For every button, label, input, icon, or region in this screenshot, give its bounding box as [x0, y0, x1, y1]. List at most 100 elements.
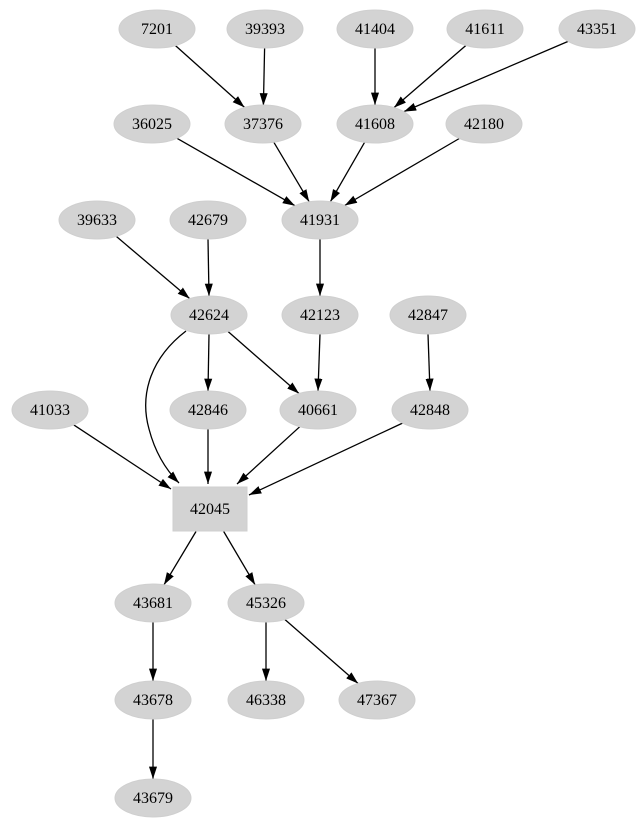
- node-43679-label: 43679: [133, 790, 173, 807]
- node-43351: 43351: [558, 9, 636, 49]
- node-42848-label: 42848: [410, 402, 450, 419]
- edge-42847-42848: [425, 333, 434, 392]
- edge-41611-41608: [393, 44, 467, 109]
- node-47367-label: 47367: [357, 692, 397, 709]
- edge-42624-42846: [204, 333, 213, 392]
- node-42123-shape: [281, 295, 359, 335]
- edge-37376-41931: [273, 141, 310, 203]
- node-43351-shape: [558, 9, 636, 49]
- node-46338: 46338: [227, 680, 305, 720]
- node-7201-shape: [118, 9, 196, 49]
- node-42846: 42846: [169, 390, 247, 430]
- node-43679: 43679: [114, 778, 192, 818]
- edge-42045-43681: [163, 531, 197, 586]
- edge-45326-47367: [284, 619, 359, 684]
- edge-41608-41931: [329, 141, 366, 203]
- node-41931-label: 41931: [300, 212, 340, 229]
- edge-36025-41931: [176, 137, 296, 207]
- node-39633-shape: [58, 200, 136, 240]
- node-7201-label: 7201: [141, 21, 173, 38]
- node-42180-shape: [445, 104, 523, 144]
- node-36025-label: 36025: [132, 116, 172, 133]
- node-42624: 42624: [170, 295, 248, 335]
- node-41404-label: 41404: [355, 21, 395, 38]
- node-41404: 41404: [336, 9, 414, 49]
- node-42045-shape: [172, 486, 248, 532]
- node-42846-label: 42846: [188, 402, 228, 419]
- node-43351-label: 43351: [577, 21, 617, 38]
- node-42045-label: 42045: [190, 501, 230, 518]
- node-42180-label: 42180: [464, 116, 504, 133]
- edge-43351-41608: [403, 40, 569, 113]
- node-37376: 37376: [224, 104, 302, 144]
- node-42045: 42045: [172, 486, 248, 532]
- node-39633-label: 39633: [77, 212, 117, 229]
- node-46338-shape: [227, 680, 305, 720]
- node-42847-shape: [389, 295, 467, 335]
- node-42847: 42847: [389, 295, 467, 335]
- node-39393-label: 39393: [245, 21, 285, 38]
- node-43678: 43678: [114, 680, 192, 720]
- node-47367-shape: [338, 680, 416, 720]
- node-43679-shape: [114, 778, 192, 818]
- edge-layer: [73, 40, 569, 779]
- node-40661-shape: [279, 390, 357, 430]
- node-42624-label: 42624: [189, 307, 229, 324]
- edge-39633-42624: [115, 235, 191, 300]
- node-43678-shape: [114, 680, 192, 720]
- node-41033-shape: [11, 390, 89, 430]
- node-39393: 39393: [226, 9, 304, 49]
- edge-42624-42045: [145, 330, 187, 484]
- node-41931: 41931: [281, 200, 359, 240]
- edge-42679-42624: [204, 238, 213, 297]
- edge-42123-40661: [314, 333, 323, 392]
- node-7201: 7201: [118, 9, 196, 49]
- node-42180: 42180: [445, 104, 523, 144]
- node-43681-shape: [114, 583, 192, 623]
- node-42679-shape: [169, 200, 247, 240]
- node-42846-shape: [169, 390, 247, 430]
- node-42123: 42123: [281, 295, 359, 335]
- node-46338-label: 46338: [246, 692, 286, 709]
- node-47367: 47367: [338, 680, 416, 720]
- node-45326: 45326: [227, 583, 305, 623]
- node-40661-label: 40661: [298, 402, 338, 419]
- node-42847-label: 42847: [408, 307, 448, 324]
- node-42848-shape: [391, 390, 469, 430]
- node-41611: 41611: [446, 9, 524, 49]
- node-41033-label: 41033: [30, 402, 70, 419]
- edge-42180-41931: [344, 137, 460, 207]
- node-42679: 42679: [169, 200, 247, 240]
- edge-40661-42045: [236, 426, 301, 485]
- node-41931-shape: [281, 200, 359, 240]
- node-43681: 43681: [114, 583, 192, 623]
- node-45326-shape: [227, 583, 305, 623]
- node-41033: 41033: [11, 390, 89, 430]
- node-41611-shape: [446, 9, 524, 49]
- node-40661: 40661: [279, 390, 357, 430]
- node-41608: 41608: [336, 104, 414, 144]
- node-37376-shape: [224, 104, 302, 144]
- node-37376-label: 37376: [243, 116, 283, 133]
- edge-42045-45326: [223, 531, 256, 586]
- node-43678-label: 43678: [133, 692, 173, 709]
- node-39633: 39633: [58, 200, 136, 240]
- edge-42848-42045: [248, 422, 403, 496]
- node-41608-label: 41608: [355, 116, 395, 133]
- node-36025: 36025: [113, 104, 191, 144]
- edge-42624-40661: [227, 330, 300, 395]
- edge-41033-42045: [73, 424, 172, 490]
- node-43681-label: 43681: [133, 595, 173, 612]
- edge-39393-37376: [259, 47, 268, 106]
- edge-7201-37376: [175, 45, 245, 108]
- node-42679-label: 42679: [188, 212, 228, 229]
- node-39393-shape: [226, 9, 304, 49]
- node-41404-shape: [336, 9, 414, 49]
- node-41608-shape: [336, 104, 414, 144]
- node-45326-label: 45326: [246, 595, 286, 612]
- node-36025-shape: [113, 104, 191, 144]
- node-layer: 7201 39393 41404 41611 43351 36025: [11, 9, 636, 818]
- node-41611-label: 41611: [465, 21, 504, 38]
